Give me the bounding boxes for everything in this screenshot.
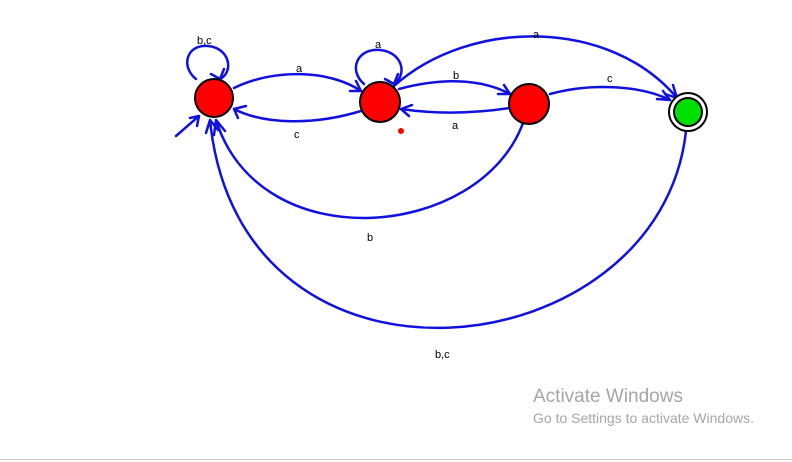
state-q3 — [673, 97, 703, 127]
watermark-subtitle: Go to Settings to activate Windows. — [533, 410, 754, 426]
edge-q2-q0 — [212, 118, 525, 220]
label-q1-q3: a — [533, 29, 540, 41]
edge-q1-q0 — [232, 104, 363, 123]
label-q2-q3: c — [607, 73, 613, 85]
label-q1-q2: b — [453, 70, 459, 82]
edge-q0-q1 — [232, 72, 363, 93]
activation-watermark: Activate Windows Go to Settings to activ… — [533, 386, 754, 427]
state-q2 — [508, 83, 550, 125]
edge-q1-self — [354, 48, 403, 86]
bottom-divider — [0, 459, 792, 460]
cursor-dot — [398, 128, 404, 134]
label-q3-q0: b,c — [435, 349, 450, 361]
start-arrow — [174, 114, 201, 138]
edge-q2-q1 — [399, 103, 512, 118]
edge-q2-q3 — [548, 85, 672, 102]
edge-q0-self — [186, 44, 230, 81]
watermark-title: Activate Windows — [533, 386, 683, 407]
state-q0 — [194, 78, 234, 118]
label-q0-self: b,c — [197, 35, 212, 47]
label-q0-q1: a — [296, 63, 303, 75]
label-q1-q0: c — [294, 129, 300, 141]
edge-q3-q0 — [204, 118, 688, 329]
label-q1-self: a — [375, 39, 382, 51]
state-q1 — [359, 81, 401, 123]
edge-q1-q2 — [397, 80, 512, 96]
label-q2-q1: a — [452, 120, 459, 132]
label-q2-q0: b — [367, 232, 373, 244]
